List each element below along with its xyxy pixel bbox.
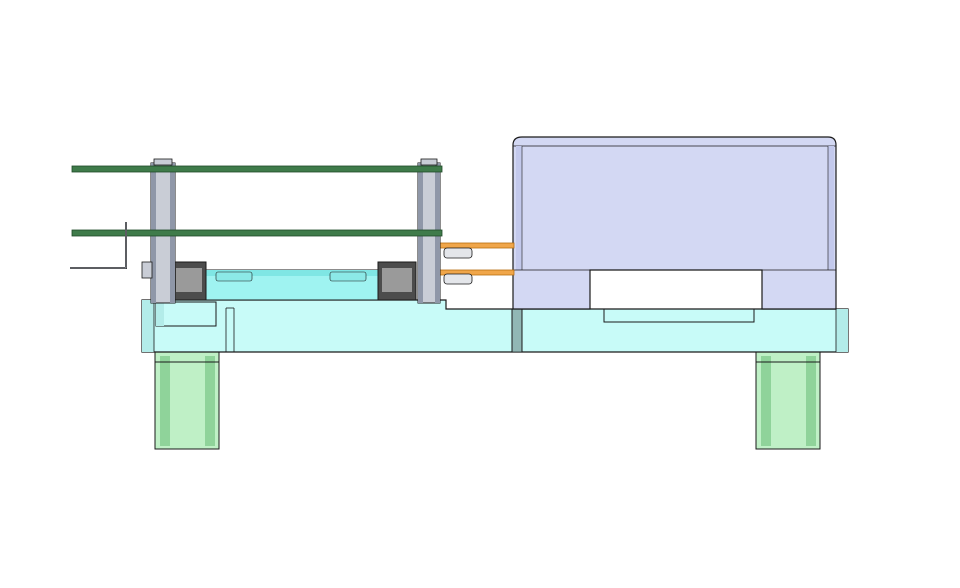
base-plate bbox=[141, 299, 849, 353]
cable-upper bbox=[439, 242, 515, 259]
connector-right bbox=[377, 261, 417, 301]
connector-left bbox=[171, 261, 207, 301]
center-module bbox=[205, 269, 387, 301]
lead-wire bbox=[70, 222, 153, 279]
pcb-upper bbox=[71, 165, 443, 173]
pcb-lower bbox=[71, 229, 443, 237]
foot-right bbox=[755, 351, 821, 450]
enclosure-box bbox=[512, 136, 837, 323]
left-boss bbox=[155, 301, 217, 327]
cable-lower bbox=[439, 269, 515, 285]
foot-left bbox=[154, 351, 220, 450]
